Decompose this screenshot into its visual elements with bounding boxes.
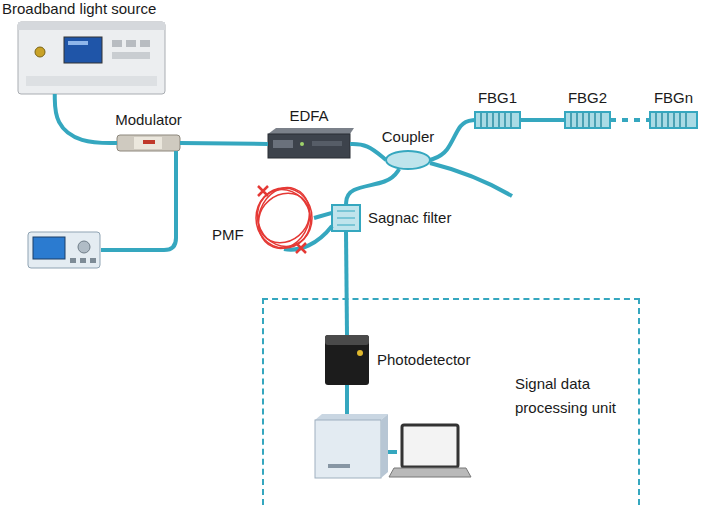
modulator-node: Modulator	[117, 134, 180, 152]
optical-fiber	[430, 120, 475, 160]
fbg-gratings	[475, 112, 697, 128]
grating-lines	[656, 113, 686, 127]
device-label: PMF	[212, 226, 244, 244]
splice-mark	[258, 186, 268, 196]
fbg-body	[650, 112, 697, 128]
light-source-device	[18, 22, 165, 94]
edfa-top	[268, 128, 354, 134]
modulator-body	[117, 135, 180, 151]
optical-fiber	[350, 144, 386, 160]
modulator-device	[117, 135, 180, 151]
edfa-node: EDFA	[268, 130, 350, 158]
coupler-node: Coupler	[386, 151, 430, 169]
fbg-node: FBG1	[475, 112, 520, 128]
device-label: Sagnac filter	[368, 209, 451, 227]
device-label: Photodetector	[377, 351, 470, 369]
device-label: EDFA	[289, 107, 328, 125]
fbg-node: FBGn	[650, 112, 697, 128]
device-label: Coupler	[382, 128, 435, 146]
modulator-label-plate	[134, 137, 162, 149]
device-body	[18, 22, 165, 94]
edfa-device	[268, 128, 354, 158]
device-label: FBG1	[478, 89, 517, 107]
coil-turn	[249, 183, 320, 253]
generator-button	[70, 258, 76, 263]
detector-top	[325, 335, 369, 345]
daq-top	[315, 414, 388, 420]
edfa-body	[268, 134, 350, 158]
grating-lines	[571, 113, 601, 127]
photodetector-device	[325, 335, 369, 385]
fbg-body	[565, 112, 610, 128]
processing-unit-group: PhotodetectorSignal data processing unit	[262, 298, 640, 505]
sagnac-body	[332, 205, 360, 231]
generator-knob	[78, 241, 90, 253]
photodetector-node: Photodetector	[325, 335, 369, 385]
usb-cable	[388, 450, 397, 454]
optical-fiber	[346, 169, 399, 205]
pmf-node: PMF	[254, 186, 314, 250]
coil-turn	[250, 180, 318, 255]
device-port	[35, 47, 45, 57]
signal-cable	[345, 385, 349, 416]
optical-fiber	[180, 143, 268, 144]
laptop-base	[389, 468, 471, 477]
daq-device	[315, 414, 388, 478]
generator-button	[80, 258, 86, 263]
detector-body	[325, 335, 369, 385]
edfa-vent	[312, 141, 342, 146]
device-label: FBGn	[654, 89, 693, 107]
sagnac-filter-node: Sagnac filter	[332, 205, 360, 231]
device-label: Signal data processing unit	[515, 372, 633, 420]
generator-body	[28, 232, 100, 268]
coil-turn	[248, 181, 320, 256]
device-label: Broadband light source	[2, 0, 156, 18]
optical-fiber	[314, 213, 332, 218]
sagnac-lines	[337, 211, 355, 225]
modulator-mark	[143, 140, 155, 144]
laptop	[389, 425, 471, 477]
device-button	[112, 40, 122, 47]
function-generator	[28, 232, 100, 268]
optical-fiber	[55, 94, 117, 143]
device-base	[26, 76, 157, 86]
optical-fiber	[346, 231, 347, 335]
device-label: FBG2	[568, 89, 607, 107]
pmf-coil	[248, 180, 332, 255]
light-source-node: Broadband light source	[18, 22, 165, 94]
device-screen	[64, 37, 102, 63]
device-button	[140, 40, 150, 47]
fbg-node: FBG2	[565, 112, 610, 128]
daq-slot	[328, 464, 350, 468]
sagnac-device	[332, 205, 360, 231]
optical-fiber	[520, 118, 565, 122]
free-fiber-end	[430, 163, 512, 196]
optical-fiber	[610, 118, 650, 122]
daq-body	[315, 420, 381, 478]
splice-mark	[296, 243, 306, 253]
screen-line	[68, 41, 88, 45]
edfa-led	[300, 142, 304, 146]
generator-button	[90, 258, 96, 263]
device-button	[112, 52, 150, 59]
grating-lines	[481, 113, 511, 127]
laptop-screen	[402, 425, 458, 467]
device-top	[18, 22, 165, 30]
coupler-body	[386, 151, 430, 169]
generator-screen	[33, 237, 65, 259]
fbg-body	[475, 112, 520, 128]
device-button	[126, 40, 136, 47]
rf-cable	[101, 151, 176, 250]
detector-port	[357, 350, 363, 356]
daq-side	[381, 414, 388, 478]
device-label: Modulator	[115, 111, 182, 129]
edfa-panel	[273, 140, 293, 148]
